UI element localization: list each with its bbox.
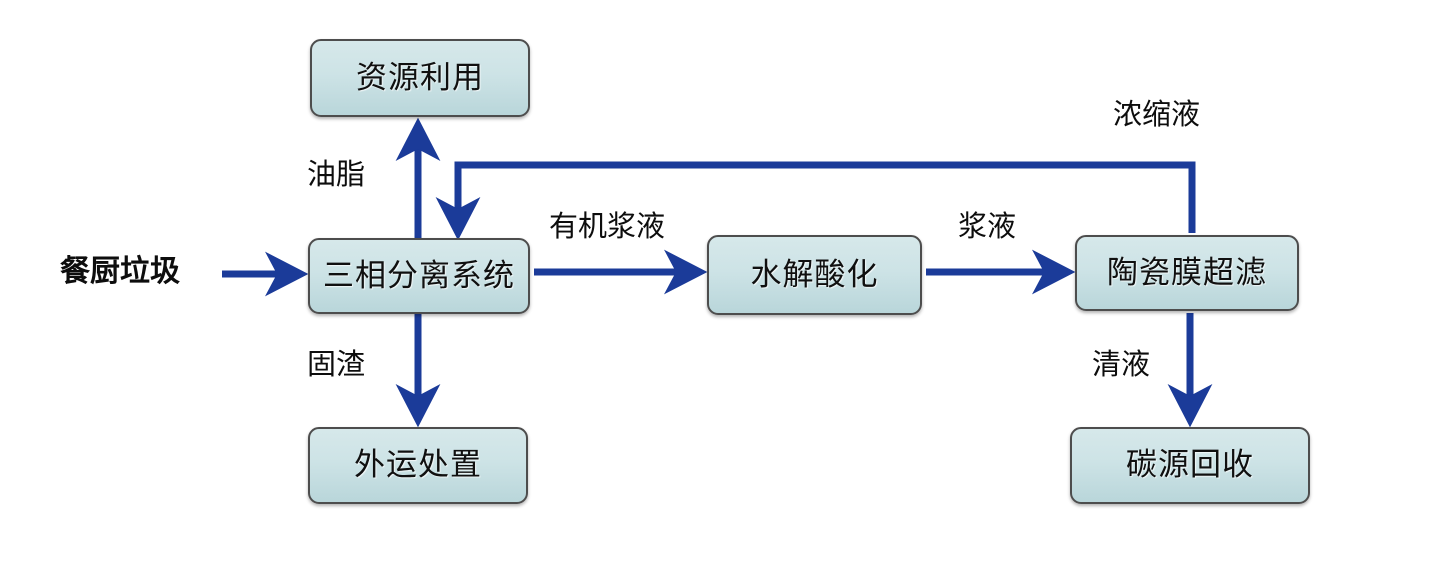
edge-label-grease: 油脂 [307, 157, 366, 191]
edge-label-clear-liquid: 清液 [1092, 347, 1151, 381]
node-transport-disposal[interactable]: 外运处置 [308, 427, 528, 504]
node-resource[interactable]: 资源利用 [310, 39, 530, 117]
edge-label-organic-slurry: 有机浆液 [549, 209, 666, 243]
node-ceramic-membrane[interactable]: 陶瓷膜超滤 [1075, 235, 1299, 311]
node-separation-label: 三相分离系统 [323, 257, 515, 294]
node-resource-label: 资源利用 [356, 59, 484, 96]
edge-label-solid-residue: 固渣 [307, 347, 366, 381]
node-separation[interactable]: 三相分离系统 [308, 238, 530, 314]
node-hydrolysis[interactable]: 水解酸化 [707, 235, 922, 315]
node-carbon-recovery[interactable]: 碳源回收 [1070, 427, 1310, 504]
edge-label-concentrate: 浓缩液 [1113, 97, 1201, 131]
node-ceramic-membrane-label: 陶瓷膜超滤 [1107, 254, 1267, 291]
node-hydrolysis-label: 水解酸化 [750, 256, 879, 293]
node-transport-disposal-label: 外运处置 [354, 447, 482, 483]
node-carbon-recovery-label: 碳源回收 [1126, 447, 1254, 483]
edge-label-input: 餐厨垃圾 [60, 254, 180, 289]
edge-label-slurry: 浆液 [958, 209, 1017, 243]
